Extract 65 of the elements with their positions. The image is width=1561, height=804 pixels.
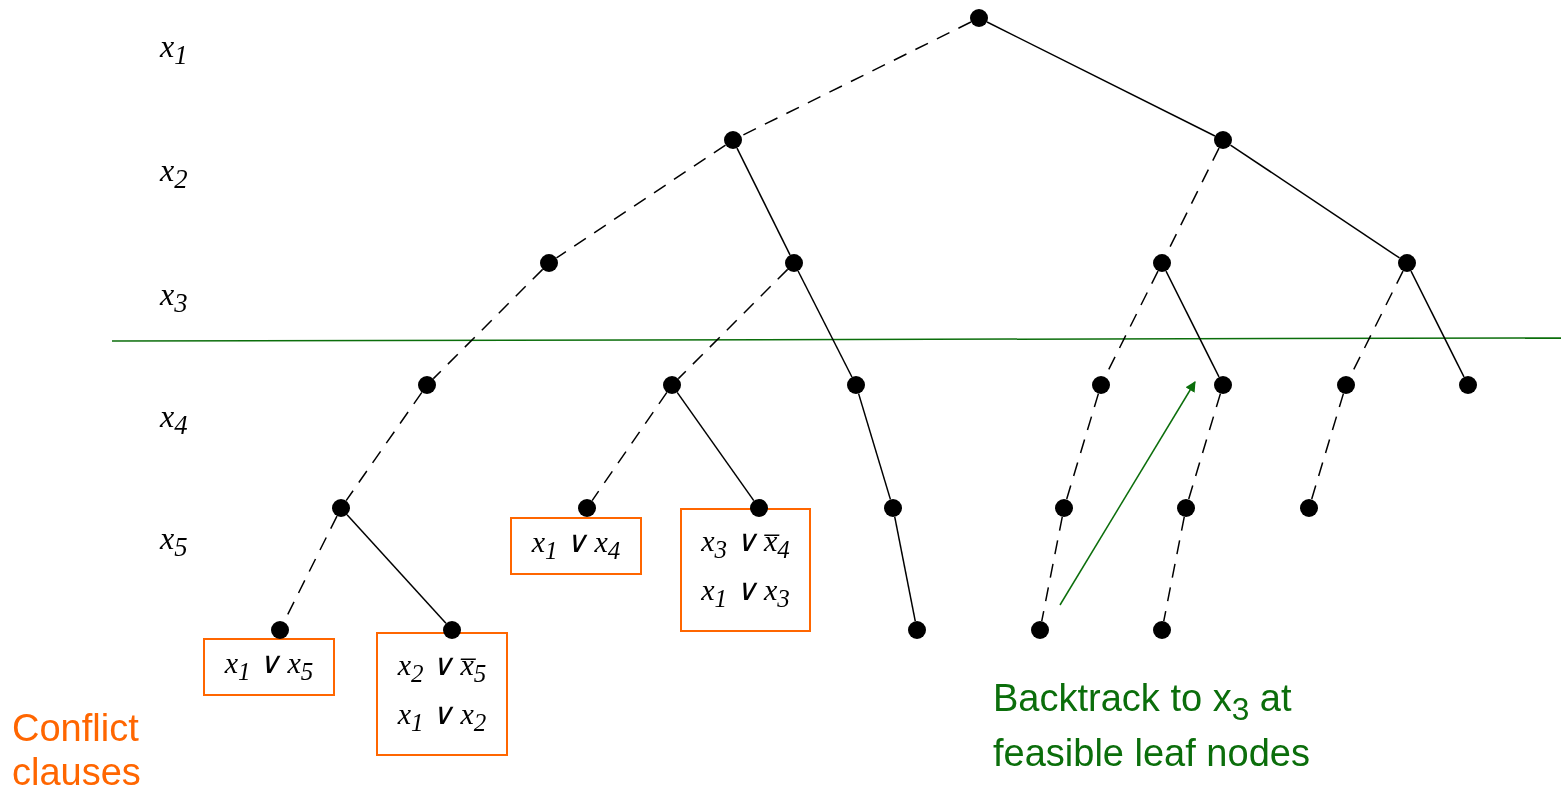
tree-node-dot bbox=[1055, 499, 1073, 517]
tree-node-dot bbox=[578, 499, 596, 517]
clause-box bbox=[680, 508, 811, 632]
clause-box bbox=[203, 638, 335, 696]
tree-node-dot bbox=[663, 376, 681, 394]
tree-node-dot bbox=[1153, 621, 1171, 639]
tree-node-dot bbox=[443, 621, 461, 639]
tree-node-dot bbox=[271, 621, 289, 639]
tree-node-dot bbox=[847, 376, 865, 394]
tree-branch bbox=[1165, 270, 1220, 378]
tree-branch bbox=[591, 391, 668, 502]
tree-branch bbox=[740, 21, 972, 137]
tree-node-dot bbox=[1092, 376, 1110, 394]
clause-text: x$_{1}$ ∨ x$_{4}$ bbox=[531, 523, 621, 566]
tree-node-dot bbox=[332, 499, 350, 517]
tree-node-dot bbox=[1300, 499, 1318, 517]
annotation-text: Backtrack to x$_{3}$ at feasible leaf nodes bbox=[993, 676, 1311, 775]
tree-branch bbox=[1229, 144, 1401, 259]
level-label: x$_{1}$ bbox=[160, 28, 188, 72]
tree-node-dot bbox=[1153, 254, 1171, 272]
arrow bbox=[1059, 381, 1196, 606]
tree-node-dot bbox=[540, 254, 558, 272]
tree-branch bbox=[1310, 392, 1345, 501]
tree-branch bbox=[857, 392, 892, 501]
tree-node-dot bbox=[1214, 131, 1232, 149]
annotation-text: Conflict clauses bbox=[12, 706, 142, 794]
clause-text: x$_{1}$ ∨ x$_{3}$ bbox=[701, 572, 790, 614]
tree-node-dot bbox=[418, 376, 436, 394]
clause-box bbox=[510, 517, 642, 575]
tree-branch bbox=[345, 391, 423, 502]
tree-node-dot bbox=[908, 621, 926, 639]
tree-branch bbox=[797, 270, 853, 378]
level-label: x$_{4}$ bbox=[160, 398, 188, 442]
tree-branch bbox=[1065, 392, 1100, 501]
tree-branch bbox=[1410, 270, 1465, 378]
tree-branch bbox=[1187, 392, 1222, 501]
tree-node-dot bbox=[750, 499, 768, 517]
tree-node-dot bbox=[724, 131, 742, 149]
tree-branch bbox=[432, 268, 544, 380]
tree-branch bbox=[894, 516, 916, 622]
clause-box bbox=[376, 632, 508, 756]
tree-node-dot bbox=[884, 499, 902, 517]
clause-text: x$_{2}$ ∨ x̅$_{5}$ bbox=[397, 647, 487, 689]
tree-node-dot bbox=[1398, 254, 1416, 272]
level-label: x$_{2}$ bbox=[160, 152, 188, 196]
tree-branch bbox=[1163, 516, 1185, 622]
clause-text: x$_{1}$ ∨ x$_{5}$ bbox=[224, 644, 314, 687]
tree-branch bbox=[986, 21, 1216, 137]
tree-branch bbox=[555, 144, 727, 259]
level-label: x$_{5}$ bbox=[160, 520, 188, 564]
tree-branch bbox=[736, 147, 791, 256]
tree-node-dot bbox=[1214, 376, 1232, 394]
tree-branch bbox=[1041, 516, 1063, 622]
clause-text: x$_{3}$ ∨ x̅$_{4}$ bbox=[701, 523, 790, 565]
tree-branch bbox=[677, 268, 789, 380]
tree-node-dot bbox=[1459, 376, 1477, 394]
tree-node-dot bbox=[785, 254, 803, 272]
clause-text: x$_{1}$ ∨ x$_{2}$ bbox=[397, 696, 487, 738]
tree-node-dot bbox=[970, 9, 988, 27]
tree-branch bbox=[676, 391, 755, 502]
tree-node-dot bbox=[1031, 621, 1049, 639]
tree-branch bbox=[346, 513, 447, 625]
level-label: x$_{3}$ bbox=[160, 276, 188, 320]
tree-node-dot bbox=[1177, 499, 1195, 517]
tree-node-dot bbox=[1337, 376, 1355, 394]
